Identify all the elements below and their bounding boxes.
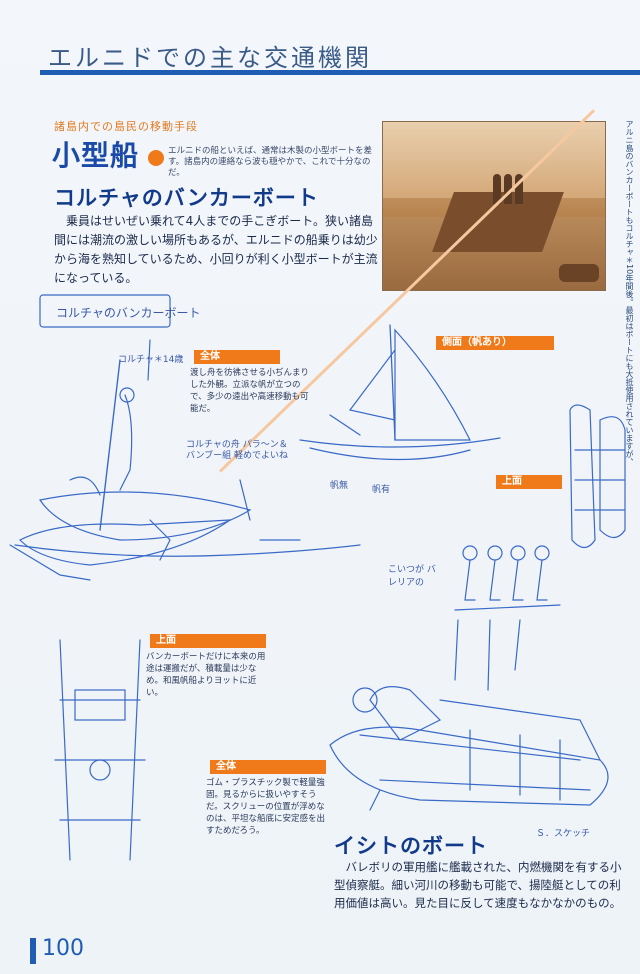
label-side-view: 側面（帆あり）	[436, 336, 554, 350]
sketch-title-handwriting: コルチャのバンカーボート	[56, 306, 201, 320]
subsection-title-bangka: コルチャのバンカーボート	[54, 186, 319, 210]
caption-top-2: バンカーボートだけに本来の用途は運搬だが、積載量は少なめ。和風帆船よりヨットに近…	[146, 652, 266, 698]
sketch-note-boat: コルチャの舟 パラ～ン＆バンブー組 軽めでよいね	[186, 440, 289, 461]
label-overall-1: 全体	[194, 350, 280, 364]
section-bullet-icon	[148, 150, 164, 166]
sketch-note-nosail: 帆無	[330, 481, 349, 491]
section-title: 小型船	[52, 139, 140, 172]
sketch-note-sail: 帆有	[372, 485, 391, 495]
subsection-body-ishito: バレボリの軍用艦に艦載された、内燃機関を有する小型偵察艇。細い河川の移動も可能で…	[334, 860, 622, 910]
photo-characters	[493, 174, 539, 214]
label-top-2: 上面	[150, 634, 266, 648]
sketch-signature: Ｓ．スケッチ	[536, 829, 591, 839]
section-description: エルニドの船といえば、通常は木製の小型ボートを差す。諸島内の連絡なら波も穏やかで…	[168, 146, 373, 178]
caption-overall-2: ゴム・プラスチック製で軽量強固。見るからに扱いやすそうだ。スクリューの位置が浮め…	[206, 778, 326, 836]
section-kicker: 諸島内での島民の移動手段	[54, 120, 198, 133]
bangka-outrigger	[14, 544, 361, 557]
sketch-title-box	[39, 294, 171, 328]
label-top-1: 上面	[496, 475, 562, 489]
label-overall-2: 全体	[210, 760, 326, 774]
page-header-title: エルニドでの主な交通機関	[48, 44, 372, 72]
page-number-bar	[30, 938, 36, 964]
subsection-title-ishito: イシトのボート	[334, 834, 488, 858]
page-number: 100	[42, 936, 84, 961]
sketch-note-character: コルチャ＊14歳	[118, 355, 184, 365]
sketch-note-barrelia: こいつが バレリアの	[388, 565, 436, 588]
caption-overall-1: 渡し舟を彷彿させる小ぢんまりした外観。立派な帆が立つので、多少の遠出や高速移動も…	[190, 368, 310, 414]
margin-note: アルニ島のバンカーボートもコルチャ＊10年間後。最初はボートにも大抵使用されてい…	[625, 120, 634, 467]
photo-boat	[559, 264, 599, 282]
header-rule	[40, 70, 640, 75]
subsection-body-bangka: 乗員はせいぜい乗れて4人までの手こぎボート。狭い諸島間には潮流の激しい場所もある…	[54, 214, 378, 285]
